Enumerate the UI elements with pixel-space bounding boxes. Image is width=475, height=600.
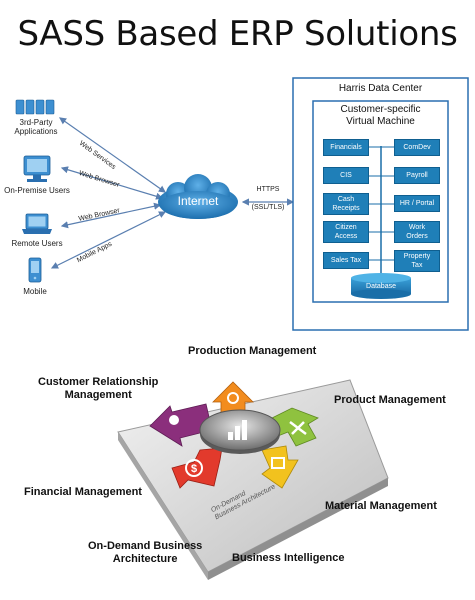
module-label: ComDev xyxy=(403,144,431,151)
https-label-line2: (SSL/TLS) xyxy=(251,204,285,211)
label-crm: Customer Relationship Management xyxy=(38,376,158,402)
client-3rd-party: 3rd-Party Applications xyxy=(4,118,68,136)
module-financials: Financials xyxy=(323,139,369,156)
vm-title: Customer-specific Virtual Machine xyxy=(313,104,448,128)
vm-title-line2: Virtual Machine xyxy=(346,116,415,127)
dollar-icon xyxy=(185,459,203,477)
label-production-management: Production Management xyxy=(188,345,317,357)
module-label: Orders xyxy=(406,233,428,240)
gear-icon xyxy=(227,392,239,404)
client-on-premise: On-Premise Users xyxy=(0,186,74,195)
internet-cloud-icon xyxy=(158,174,238,219)
laptop-icon xyxy=(22,213,52,234)
label-business-intelligence: Business Intelligence xyxy=(232,552,345,564)
https-label: HTTPS xyxy=(246,186,290,194)
box-icon xyxy=(271,457,285,469)
module-label: Citizen xyxy=(335,224,357,231)
client-label: Mobile xyxy=(23,287,47,296)
page-title: SASS Based ERP Solutions xyxy=(17,14,458,54)
module-label: Work xyxy=(408,224,426,231)
module-payroll: Payroll xyxy=(394,167,440,184)
https-label-line1: HTTPS xyxy=(256,186,280,193)
datacenter-title: Harris Data Center xyxy=(338,83,423,94)
label-on-demand-line2: Architecture xyxy=(112,553,178,565)
client-label: Remote Users xyxy=(11,239,63,248)
client-remote: Remote Users xyxy=(2,239,72,248)
client-label: On-Premise Users xyxy=(4,186,70,195)
label-crm-line2: Management xyxy=(64,389,132,401)
module-label: Property xyxy=(403,253,431,260)
module-label: Cash xyxy=(337,196,355,203)
erp-wheel-graphic: $ xyxy=(117,379,389,580)
https-label-2: (SSL/TLS) xyxy=(246,204,290,211)
crm-arrow-icon xyxy=(149,403,213,447)
internet-label: Internet xyxy=(177,194,219,208)
client-label: Applications xyxy=(14,127,58,136)
vm-title-line1: Customer-specific xyxy=(340,104,421,115)
database-icon xyxy=(351,273,411,299)
module-label: CIS xyxy=(340,172,352,179)
label-material-management: Material Management xyxy=(325,500,437,512)
module-sales-tax: Sales Tax xyxy=(323,252,369,269)
person-icon xyxy=(169,415,179,425)
client-mobile: Mobile xyxy=(10,287,60,296)
link-web-browser-1 xyxy=(60,166,164,200)
module-label: HR / Portal xyxy=(399,200,435,207)
client-label: 3rd-Party xyxy=(19,118,53,127)
desktop-computer-icon xyxy=(23,155,51,182)
module-comdev: ComDev xyxy=(394,139,440,156)
label-on-demand-architecture: On-Demand Business Architecture xyxy=(88,540,202,566)
module-label: Sales Tax xyxy=(330,257,362,264)
label-crm-line1: Customer Relationship xyxy=(38,376,159,388)
tools-icon xyxy=(289,421,307,435)
module-hr-portal: HR / Portal xyxy=(394,195,440,212)
label-on-demand-line1: On-Demand Business xyxy=(88,540,203,552)
module-label: Tax xyxy=(411,262,423,269)
module-cis: CIS xyxy=(323,167,369,184)
module-label: Receipts xyxy=(332,205,360,212)
module-label: Financials xyxy=(330,144,362,151)
mobile-phone-icon xyxy=(28,257,42,283)
link-mobile-apps xyxy=(50,211,167,269)
svg-text:$: $ xyxy=(191,463,197,475)
database-label: Database xyxy=(366,283,396,290)
chart-hub-icon xyxy=(199,409,281,454)
label-financial-management: Financial Management xyxy=(24,486,142,498)
module-label: Payroll xyxy=(406,172,428,179)
label-product-management: Product Management xyxy=(334,394,446,406)
servers-icon xyxy=(15,99,55,115)
module-label: Access xyxy=(334,233,358,240)
